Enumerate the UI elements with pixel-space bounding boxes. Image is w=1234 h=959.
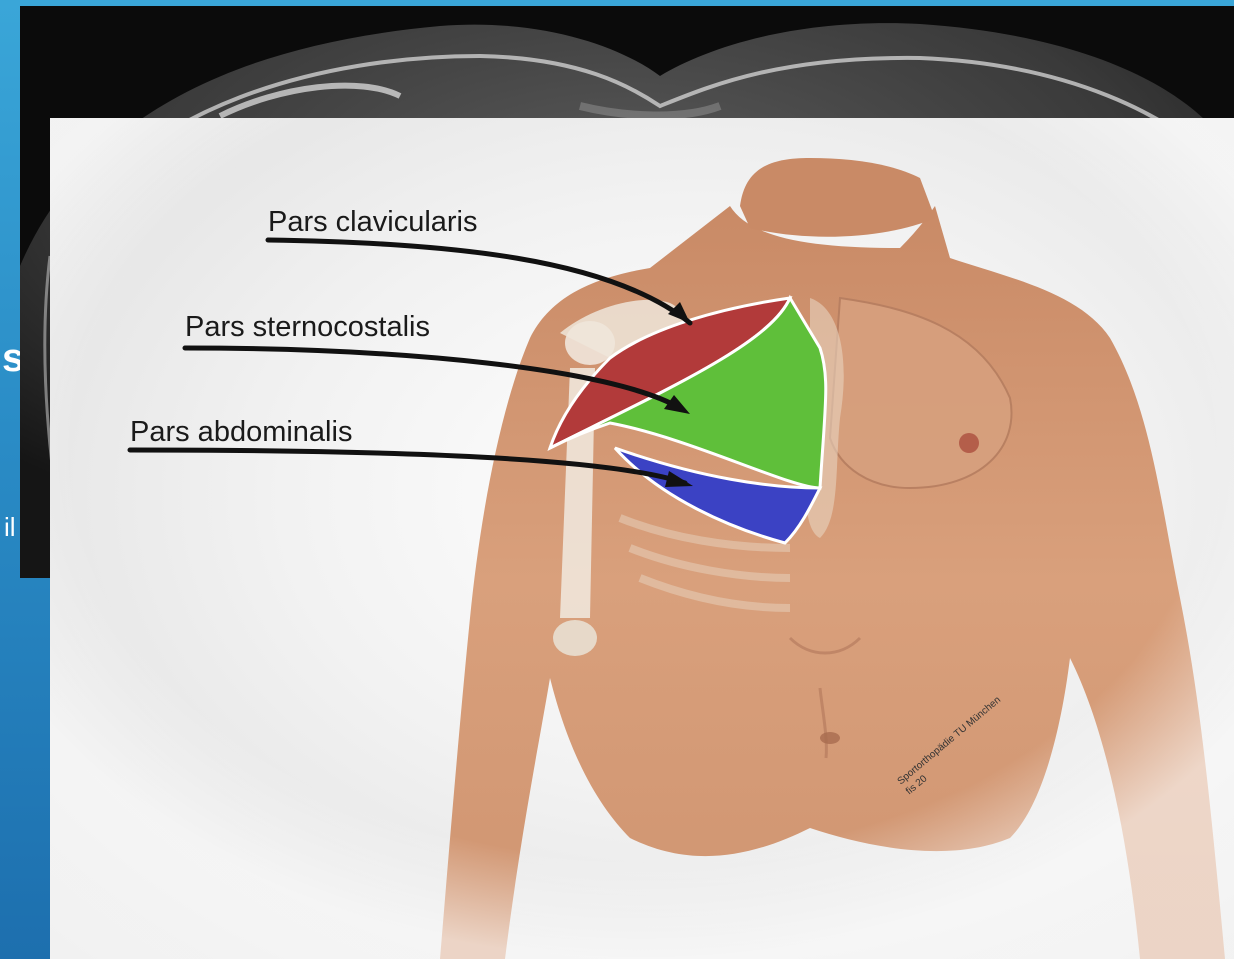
label-pars-clavicularis: Pars clavicularis [268, 206, 478, 239]
torso-graphic [50, 118, 1234, 959]
label-pars-abdominalis: Pars abdominalis [130, 416, 352, 449]
pectoralis-illustration: Pars clavicularis Pars sternocostalis Pa… [50, 118, 1234, 959]
slide-text-fragment: il [4, 512, 16, 543]
label-pars-sternocostalis: Pars sternocostalis [185, 311, 430, 344]
